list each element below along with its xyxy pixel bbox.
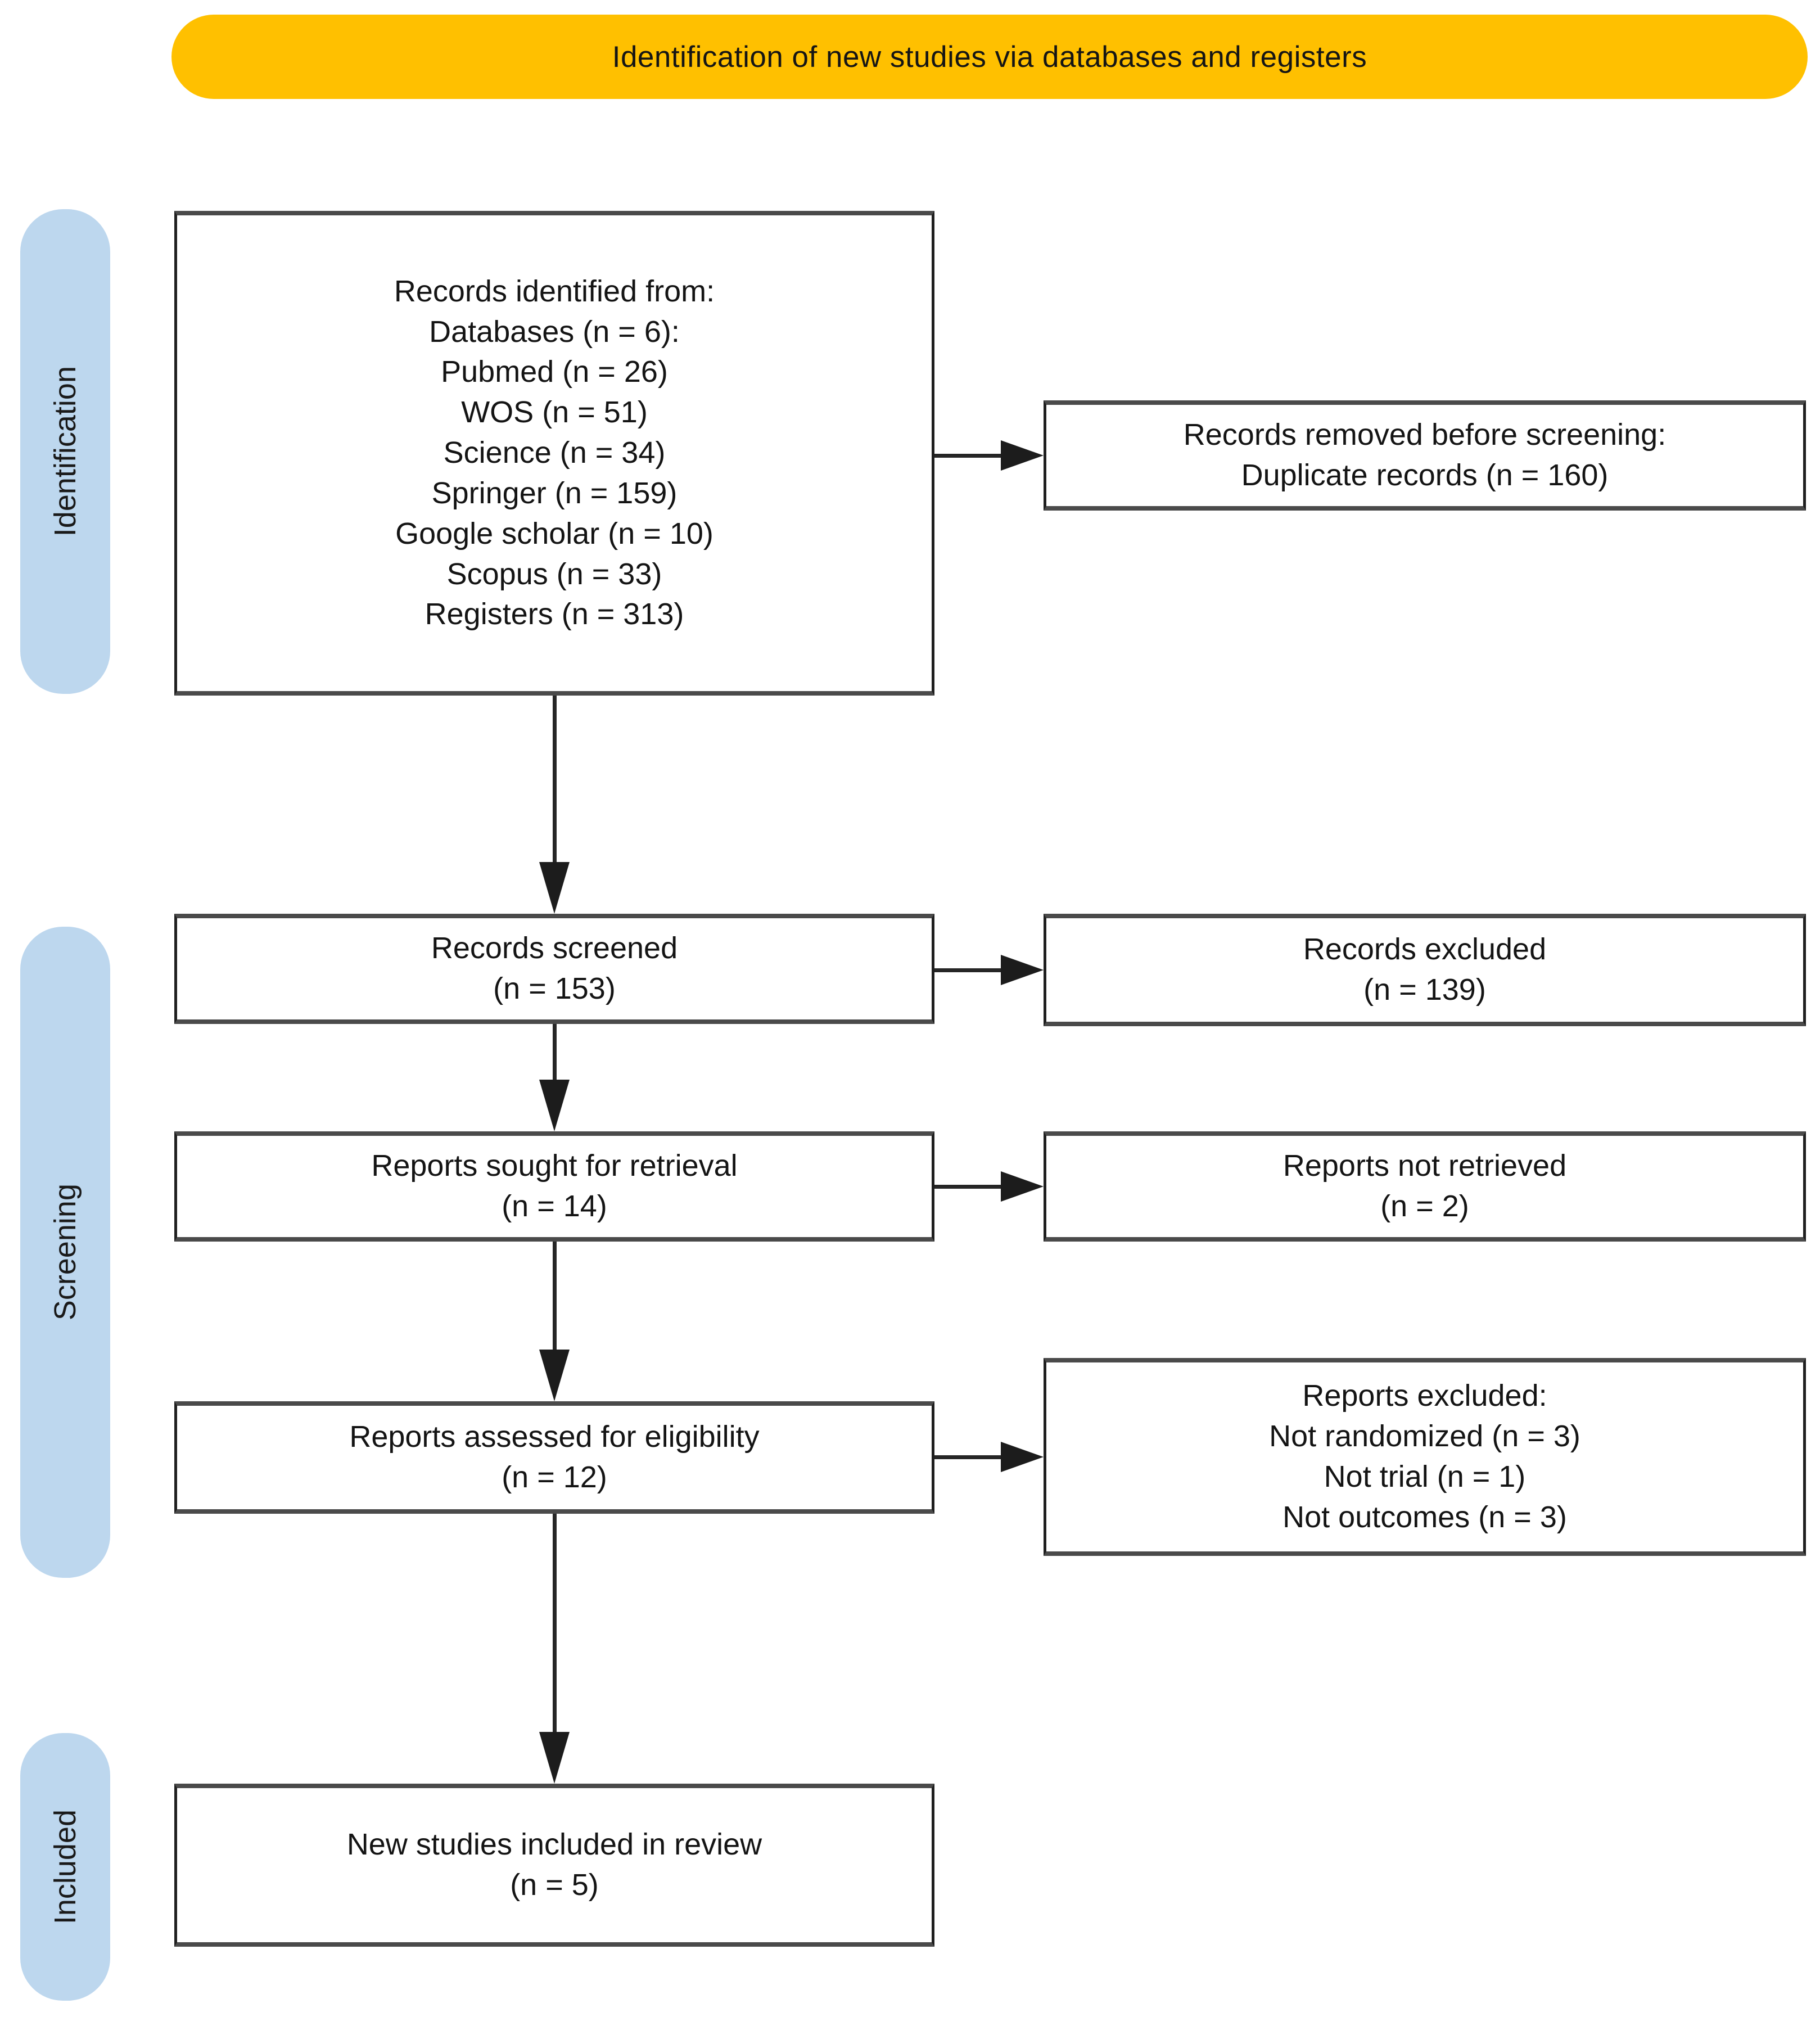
arrowhead-right-icon: [1001, 955, 1044, 985]
arrow-shaft: [934, 1455, 1010, 1459]
box-text-line: Records identified from:: [394, 274, 715, 308]
box-new-studies-included: New studies included in review (n = 5): [174, 1784, 934, 1947]
box-records-excluded-text: Records excluded (n = 139): [1303, 929, 1546, 1010]
box-text-line: Not randomized (n = 3): [1269, 1419, 1580, 1454]
box-new-studies-included-text: New studies included in review (n = 5): [347, 1825, 762, 1906]
box-text-line: (n = 153): [493, 972, 616, 1005]
box-reports-excluded-text: Reports excluded: Not randomized (n = 3) N…: [1269, 1376, 1580, 1537]
arrow-shaft: [934, 454, 1010, 458]
arrow-shaft: [553, 1514, 557, 1739]
arrow-shaft: [934, 1185, 1010, 1189]
arrowhead-down-icon: [539, 1080, 570, 1131]
box-reports-sought-text: Reports sought for retrieval (n = 14): [371, 1146, 737, 1227]
box-text-line: Pubmed (n = 26): [441, 355, 668, 389]
box-text-line: New studies included in review: [346, 1828, 762, 1862]
arrow-shaft: [934, 968, 1010, 972]
box-text-line: Reports assessed for eligibility: [349, 1420, 760, 1454]
arrowhead-right-icon: [1001, 1442, 1044, 1472]
box-text-line: (n = 12): [502, 1460, 607, 1494]
box-records-removed: Records removed before screening: Duplica…: [1044, 400, 1806, 511]
stage-screening-label: Screening: [48, 1184, 82, 1321]
box-records-excluded: Records excluded (n = 139): [1044, 914, 1806, 1026]
box-reports-assessed: Reports assessed for eligibility (n = 12): [174, 1401, 934, 1514]
box-reports-assessed-text: Reports assessed for eligibility (n = 12): [349, 1417, 759, 1498]
box-text-line: Reports excluded:: [1302, 1379, 1547, 1413]
arrow-shaft: [553, 1024, 557, 1086]
box-text-line: (n = 5): [510, 1868, 599, 1902]
arrow-shaft: [553, 696, 557, 869]
box-text-line: Registers (n = 313): [424, 597, 684, 631]
stage-included: Included: [20, 1733, 110, 2001]
box-text-line: Records excluded: [1303, 932, 1547, 967]
box-text-line: (n = 14): [502, 1189, 607, 1223]
arrowhead-down-icon: [539, 1732, 570, 1784]
box-records-screened: Records screened (n = 153): [174, 914, 934, 1024]
box-reports-sought: Reports sought for retrieval (n = 14): [174, 1131, 934, 1242]
box-records-identified-text: Records identified from: Databases (n = 6…: [394, 272, 715, 635]
box-text-line: Records screened: [431, 931, 678, 965]
box-text-line: (n = 139): [1363, 973, 1486, 1007]
arrowhead-right-icon: [1001, 1171, 1044, 1202]
box-text-line: WOS (n = 51): [461, 395, 648, 430]
box-records-identified: Records identified from: Databases (n = 6…: [174, 211, 934, 696]
box-reports-excluded: Reports excluded: Not randomized (n = 3) N…: [1044, 1358, 1806, 1556]
banner-title: Identification of new studies via databa…: [171, 15, 1808, 99]
box-text-line: (n = 2): [1380, 1189, 1469, 1223]
box-text-line: Databases (n = 6):: [429, 314, 680, 349]
arrowhead-down-icon: [539, 1350, 570, 1401]
box-text-line: Duplicate records (n = 160): [1241, 458, 1609, 492]
box-records-removed-text: Records removed before screening: Duplica…: [1184, 415, 1666, 496]
arrowhead-down-icon: [539, 862, 570, 914]
box-reports-not-retrieved-text: Reports not retrieved (n = 2): [1283, 1146, 1566, 1227]
box-text-line: Records removed before screening:: [1183, 418, 1667, 452]
stage-included-label: Included: [48, 1809, 82, 1925]
box-text-line: Reports not retrieved: [1282, 1149, 1567, 1183]
box-text-line: Not trial (n = 1): [1324, 1460, 1526, 1493]
arrowhead-right-icon: [1001, 440, 1044, 471]
stage-screening: Screening: [20, 927, 110, 1578]
box-text-line: Science (n = 34): [443, 436, 666, 470]
box-reports-not-retrieved: Reports not retrieved (n = 2): [1044, 1131, 1806, 1242]
stage-identification: Identification: [20, 209, 110, 694]
box-text-line: Google scholar (n = 10): [395, 516, 713, 550]
arrow-shaft: [553, 1242, 557, 1356]
box-text-line: Scopus (n = 33): [446, 557, 662, 591]
box-text-line: Springer (n = 159): [431, 476, 678, 510]
box-text-line: Not outcomes (n = 3): [1282, 1500, 1567, 1534]
box-text-line: Reports sought for retrieval: [371, 1149, 738, 1183]
stage-identification-label: Identification: [48, 366, 82, 537]
box-records-screened-text: Records screened (n = 153): [431, 928, 678, 1009]
